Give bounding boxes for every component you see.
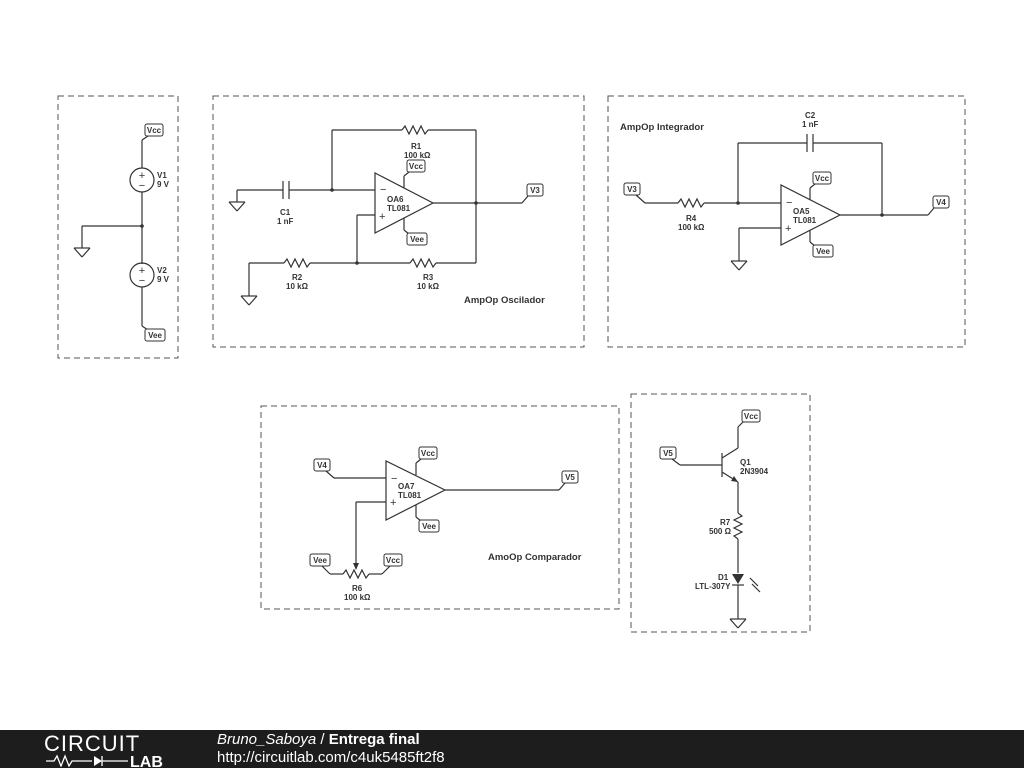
r3-value: 10 kΩ: [417, 282, 440, 291]
r3-resistor[interactable]: [409, 257, 437, 269]
svg-text:−: −: [380, 184, 386, 196]
net-label-vee[interactable]: Vee: [148, 331, 162, 340]
v1-name: V1: [157, 171, 167, 180]
net-label-v5[interactable]: V5: [663, 449, 673, 458]
ground-icon: [240, 295, 258, 306]
net-label-v4[interactable]: V4: [317, 461, 327, 470]
oscillator-frame: [212, 95, 585, 348]
c1-value: 1 nF: [277, 217, 294, 226]
r6-value: 100 kΩ: [344, 593, 371, 602]
r1-value: 100 kΩ: [404, 151, 431, 160]
net-label-vcc[interactable]: Vcc: [147, 126, 162, 135]
net-label-vee[interactable]: Vee: [422, 522, 436, 531]
net-label-vcc[interactable]: Vcc: [409, 162, 424, 171]
ground-icon: [73, 247, 91, 258]
net-label-v3[interactable]: V3: [627, 185, 637, 194]
net-label-vee[interactable]: Vee: [313, 556, 327, 565]
net-label-vee[interactable]: Vee: [816, 247, 830, 256]
d1-value: LTL-307Y: [695, 582, 731, 591]
v2-value: 9 V: [157, 275, 170, 284]
r7-value: 500 Ω: [709, 527, 732, 536]
svg-text:−: −: [786, 197, 792, 209]
logo-top-text: CIRCUIT: [44, 731, 140, 756]
svg-text:+: +: [139, 170, 145, 182]
power-supply-frame: [57, 95, 179, 359]
ground-icon: [730, 260, 748, 271]
net-label-vcc[interactable]: Vcc: [421, 449, 436, 458]
circuitlab-logo[interactable]: CIRCUIT LAB: [44, 731, 184, 767]
r4-resistor[interactable]: [677, 197, 705, 209]
integrator-block: AmpOp Integrador V3 R4 100 kΩ C2 1 nF − …: [607, 95, 966, 348]
oa6-name: OA6: [387, 195, 404, 204]
ground-icon: [228, 201, 246, 212]
svg-text:+: +: [379, 211, 385, 223]
r6-name: R6: [352, 584, 363, 593]
svg-text:+: +: [139, 265, 145, 277]
title-separator: /: [316, 731, 329, 748]
r1-name: R1: [411, 142, 422, 151]
c1-name: C1: [280, 208, 291, 217]
oa5-value: TL081: [793, 216, 817, 225]
r7-resistor[interactable]: [732, 512, 744, 540]
q1-value: 2N3904: [740, 467, 769, 476]
c2-name: C2: [805, 111, 816, 120]
d1-name: D1: [718, 573, 729, 582]
comparator-frame: [260, 405, 620, 610]
svg-text:−: −: [139, 180, 145, 192]
circuit-title[interactable]: Entrega final: [328, 731, 420, 748]
oa7-value: TL081: [398, 491, 422, 500]
comparator-block-title: AmoOp Comparador: [488, 552, 582, 563]
led-driver-frame: [630, 393, 811, 633]
c2-value: 1 nF: [802, 120, 819, 129]
r7-name: R7: [720, 518, 731, 527]
v1-value: 9 V: [157, 180, 170, 189]
ground-icon: [729, 618, 747, 629]
author-link[interactable]: Bruno_Saboya: [217, 731, 317, 748]
oa5-name: OA5: [793, 207, 810, 216]
integrator-block-title: AmpOp Integrador: [620, 122, 704, 133]
footer-title-line: Bruno_Saboya / Entrega final: [217, 731, 420, 749]
net-label-vcc[interactable]: Vcc: [815, 174, 830, 183]
integrator-frame: [607, 95, 966, 348]
r1-resistor[interactable]: [401, 124, 429, 136]
net-label-v5[interactable]: V5: [565, 473, 575, 482]
r2-name: R2: [292, 273, 303, 282]
net-label-vee[interactable]: Vee: [410, 235, 424, 244]
schematic-canvas: + − + − V1 9 V V2 9 V Vcc Vee AmpOp Osci…: [57, 95, 966, 633]
oa6-value: TL081: [387, 204, 411, 213]
r2-resistor[interactable]: [283, 257, 311, 269]
r2-value: 10 kΩ: [286, 282, 309, 291]
svg-text:+: +: [390, 497, 396, 509]
led-driver-block: V5 Vcc Q1 2N3904 R7 500 Ω D1 LTL-307Y: [630, 393, 811, 633]
oa7-name: OA7: [398, 482, 415, 491]
net-label-v4[interactable]: V4: [936, 198, 946, 207]
r3-name: R3: [423, 273, 434, 282]
v2-name: V2: [157, 266, 167, 275]
comparator-block: AmoOp Comparador V4 − + OA7 TL081 V5 Vcc…: [260, 405, 620, 610]
power-supply-block: + − + − V1 9 V V2 9 V Vcc Vee: [57, 95, 179, 359]
r4-value: 100 kΩ: [678, 223, 705, 232]
svg-text:−: −: [139, 275, 145, 287]
svg-text:+: +: [785, 223, 791, 235]
q1-name: Q1: [740, 458, 751, 467]
circuit-url[interactable]: http://circuitlab.com/c4uk5485ft2f8: [217, 749, 445, 766]
oscillator-block: AmpOp Oscilador C1 1 nF R1 100 kΩ − + OA…: [212, 95, 585, 348]
d1-led[interactable]: [732, 574, 744, 584]
net-label-v3[interactable]: V3: [530, 186, 540, 195]
r6-potentiometer[interactable]: [342, 568, 370, 580]
logo-bottom-text: LAB: [130, 754, 163, 767]
net-label-vcc[interactable]: Vcc: [386, 556, 401, 565]
net-label-vcc[interactable]: Vcc: [744, 412, 759, 421]
svg-text:−: −: [391, 473, 397, 485]
footer-bar: CIRCUIT LAB Bruno_Saboya / Entrega final…: [0, 730, 1024, 768]
oscillator-block-title: AmpOp Oscilador: [464, 295, 545, 306]
r4-name: R4: [686, 214, 697, 223]
